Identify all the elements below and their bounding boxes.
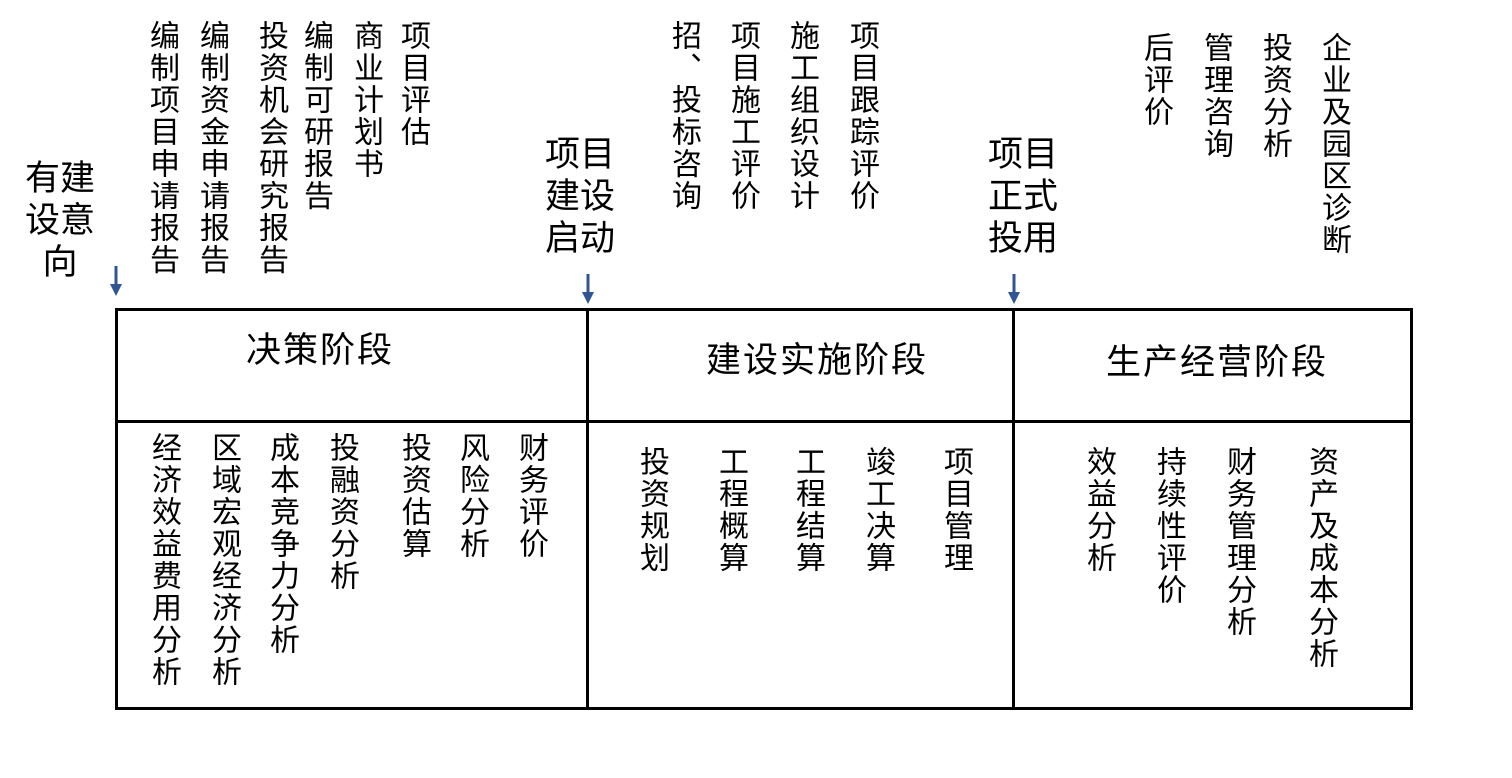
table-border-top (115, 308, 1413, 311)
top-service: 编制项目申请报告 (144, 20, 179, 276)
top-service: 项目跟踪评价 (844, 20, 879, 212)
milestone-intent: 有建设意向 (24, 159, 95, 283)
table-divider (586, 308, 589, 710)
table-border-right (1410, 308, 1413, 710)
top-service: 企业及园区诊断 (1316, 32, 1351, 256)
bottom-service: 投融资分析 (324, 432, 359, 592)
bottom-service: 区域宏观经济分析 (206, 432, 241, 688)
top-service: 项目施工评价 (725, 20, 760, 212)
table-border-bottom (115, 707, 1413, 710)
bottom-service: 效益分析 (1081, 446, 1116, 574)
bottom-service: 风险分析 (454, 432, 489, 560)
bottom-service: 项目管理 (938, 446, 973, 574)
milestone-construction-start: 项目建设启动 (544, 135, 615, 259)
arrow-down-icon (582, 274, 594, 304)
top-service: 招、投标咨询 (666, 20, 701, 212)
top-service: 施工组织设计 (784, 20, 819, 212)
bottom-service: 经济效益费用分析 (146, 432, 181, 688)
bottom-service: 财务评价 (513, 432, 548, 560)
bottom-service: 资产及成本分析 (1303, 446, 1338, 670)
table-border-left (115, 308, 118, 710)
bottom-service: 财务管理分析 (1221, 446, 1256, 638)
bottom-service: 工程概算 (713, 446, 748, 574)
bottom-service: 投资规划 (634, 446, 669, 574)
top-service: 编制可研报告 (298, 20, 333, 212)
phase-title-construction: 建设实施阶段 (706, 341, 929, 381)
bottom-service: 竣工决算 (860, 446, 895, 574)
phase-title-operation: 生产经营阶段 (1106, 343, 1329, 383)
phase-title-decision: 决策阶段 (246, 331, 395, 371)
top-service: 编制资金申请报告 (194, 20, 229, 276)
bottom-service: 投资估算 (396, 432, 431, 560)
bottom-service: 成本竞争力分析 (264, 432, 299, 656)
top-service: 投资机会研究报告 (253, 20, 288, 276)
milestone-operation-start: 项目正式投用 (987, 135, 1058, 259)
table-divider (1012, 308, 1015, 710)
top-service: 投资分析 (1257, 32, 1292, 160)
table-border-middle (115, 420, 1413, 423)
top-service: 商业计划书 (348, 20, 383, 180)
bottom-service: 工程结算 (790, 446, 825, 574)
arrow-down-icon (1008, 274, 1020, 304)
top-service: 管理咨询 (1198, 32, 1233, 160)
top-service: 后评价 (1138, 32, 1173, 128)
bottom-service: 持续性评价 (1151, 446, 1186, 606)
arrow-down-icon (110, 266, 122, 296)
top-service: 项目评估 (395, 20, 430, 148)
